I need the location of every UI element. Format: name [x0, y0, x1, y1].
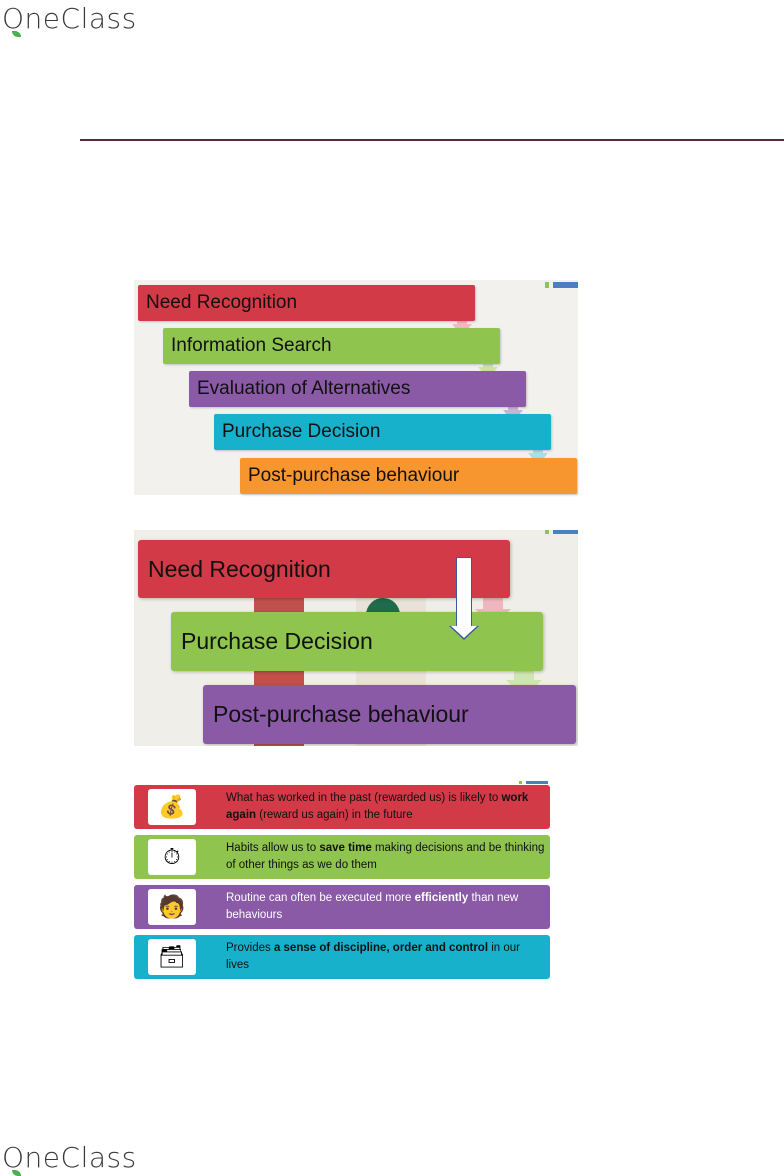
- benefit-row: 🧑 Routine can often be executed more eff…: [134, 885, 550, 929]
- step-label: Evaluation of Alternatives: [197, 378, 411, 399]
- benefit-text: Habits allow us to save time making deci…: [226, 842, 545, 871]
- step-label: Need Recognition: [148, 555, 331, 582]
- step-purchase-decision: Purchase Decision: [214, 414, 551, 450]
- benefit-text: Provides a sense of discipline, order an…: [226, 942, 520, 971]
- step-label: Information Search: [171, 335, 332, 356]
- habitual-decision-slide: Need Recognition Purchase Decision Post-…: [134, 530, 578, 746]
- multitasking-person-icon: 🧑: [148, 889, 196, 925]
- slide-corner-accent: [526, 781, 548, 784]
- slide-corner-accent: [545, 282, 549, 288]
- brand-name: OneClass: [2, 1141, 137, 1174]
- step-need-recognition: Need Recognition: [138, 285, 475, 321]
- slide-corner-accent: [553, 282, 578, 288]
- slide-corner-accent: [553, 530, 578, 534]
- skip-arrow-icon: [456, 557, 472, 629]
- oneclass-logo-top: OneClass: [2, 2, 137, 37]
- step-evaluation-of-alternatives: Evaluation of Alternatives: [189, 371, 526, 407]
- step-purchase-decision: Purchase Decision: [171, 612, 543, 671]
- slide-corner-accent: [519, 781, 522, 784]
- brand-name: OneClass: [2, 2, 137, 35]
- decision-process-slide: Need Recognition Information Search Eval…: [134, 280, 578, 495]
- money-bag-icon: 💰: [148, 789, 196, 825]
- benefit-row: ⏱ Habits allow us to save time making de…: [134, 835, 550, 879]
- stopwatch-icon: ⏱: [148, 839, 196, 875]
- habit-benefits-slide: 💰 What has worked in the past (rewarded …: [134, 781, 550, 983]
- step-post-purchase-behaviour: Post-purchase behaviour: [240, 458, 577, 494]
- step-label: Post-purchase behaviour: [248, 465, 460, 486]
- benefit-row: 🗃 Provides a sense of discipline, order …: [134, 935, 550, 979]
- file-box-icon: 🗃: [148, 939, 196, 975]
- benefit-text: What has worked in the past (rewarded us…: [226, 792, 529, 821]
- benefit-row: 💰 What has worked in the past (rewarded …: [134, 785, 550, 829]
- step-label: Purchase Decision: [222, 421, 381, 442]
- step-need-recognition: Need Recognition: [138, 540, 510, 598]
- slide-corner-accent: [545, 530, 549, 534]
- step-information-search: Information Search: [163, 328, 500, 364]
- oneclass-logo-bottom: OneClass: [2, 1141, 137, 1176]
- benefit-text: Routine can often be executed more effic…: [226, 892, 519, 921]
- step-post-purchase-behaviour: Post-purchase behaviour: [203, 685, 576, 744]
- step-label: Post-purchase behaviour: [213, 701, 469, 727]
- step-label: Purchase Decision: [181, 628, 373, 654]
- header-divider: [80, 139, 784, 141]
- step-label: Need Recognition: [146, 292, 298, 313]
